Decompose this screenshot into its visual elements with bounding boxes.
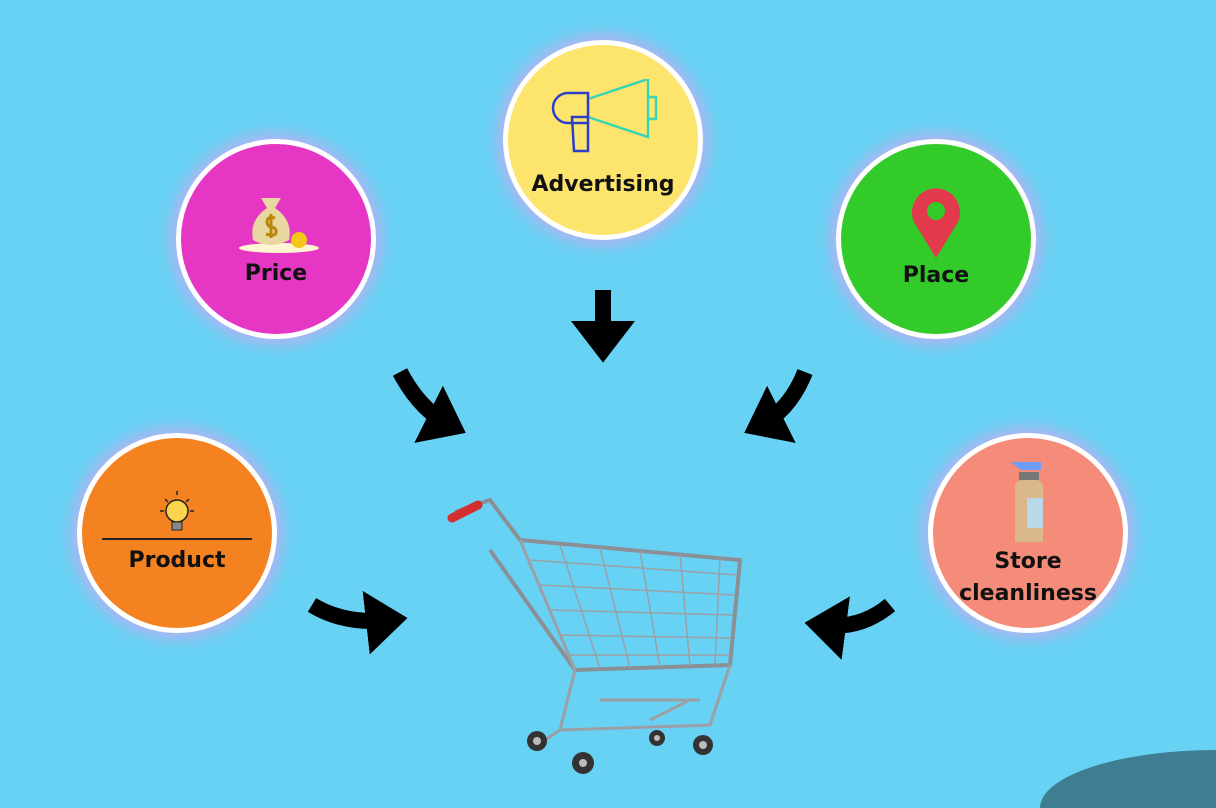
megaphone-icon xyxy=(551,79,658,153)
lightbulb-icon xyxy=(102,491,252,540)
map-pin-icon xyxy=(912,188,960,258)
money-bag-icon xyxy=(239,198,319,253)
label-price: Price xyxy=(244,261,308,286)
node-advertising: Advertising xyxy=(503,40,703,240)
arrow-place xyxy=(744,368,813,443)
node-place: Place xyxy=(836,139,1036,339)
label-store: Store cleanliness xyxy=(959,549,1097,606)
arrow-price xyxy=(392,368,466,443)
arrow-store xyxy=(804,596,896,660)
node-price: Price xyxy=(176,139,376,339)
node-product: Product xyxy=(77,433,277,633)
label-place: Place xyxy=(902,263,970,288)
label-advertising: Advertising xyxy=(531,172,675,197)
node-store: Store cleanliness xyxy=(928,433,1128,633)
label-product: Product xyxy=(128,548,226,573)
arrow-product xyxy=(307,590,408,655)
spray-bottle-icon xyxy=(1011,462,1043,542)
